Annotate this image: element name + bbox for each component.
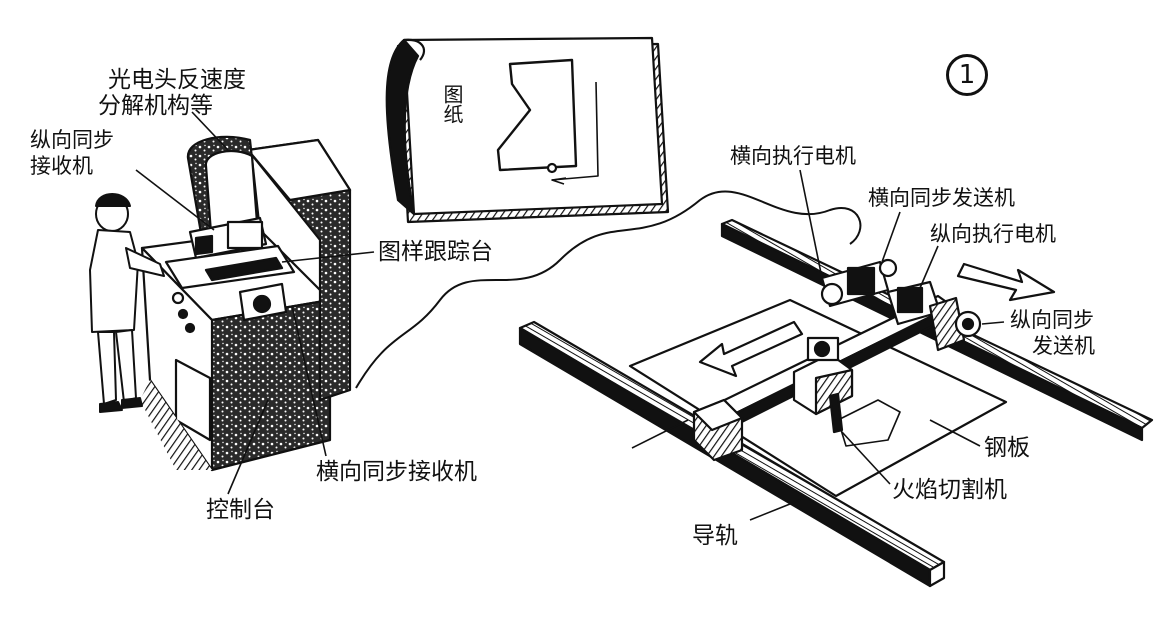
label-long-sync-receiver-line2: 接收机 (30, 154, 93, 178)
label-cross-drive-motor: 横向执行电机 (730, 144, 856, 168)
label-photo-head-line2: 分解机构等 (98, 93, 213, 119)
label-long-sync-transmitter-line2: 发送机 (1032, 334, 1095, 358)
leader-lines (135, 111, 1005, 521)
label-cross-sync-receiver: 横向同步接收机 (316, 459, 477, 485)
connecting-cable (355, 190, 862, 389)
figure-number-badge: 1 (946, 54, 988, 96)
label-tracing-table: 图样跟踪台 (378, 239, 493, 265)
cutting-machine-drawing (518, 218, 1154, 588)
label-control-console: 控制台 (206, 497, 275, 523)
label-photo-head-line1: 光电头反速度 (108, 67, 246, 93)
operator-figure (89, 193, 165, 413)
label-guide-rail: 导轨 (692, 523, 738, 549)
figure-number: 1 (958, 60, 976, 90)
label-drawing-paper: 图纸 (440, 84, 464, 124)
label-long-sync-receiver-line1: 纵向同步 (30, 128, 114, 152)
label-long-drive-motor: 纵向执行电机 (930, 222, 1056, 246)
label-long-sync-transmitter-line1: 纵向同步 (1010, 308, 1094, 332)
control-console-drawing (140, 135, 352, 472)
label-steel-plate: 钢板 (984, 435, 1030, 461)
drawing-paper-sheet (385, 36, 670, 224)
label-cross-sync-transmitter: 横向同步发送机 (868, 186, 1015, 210)
label-flame-cutter: 火焰切割机 (892, 477, 1007, 503)
